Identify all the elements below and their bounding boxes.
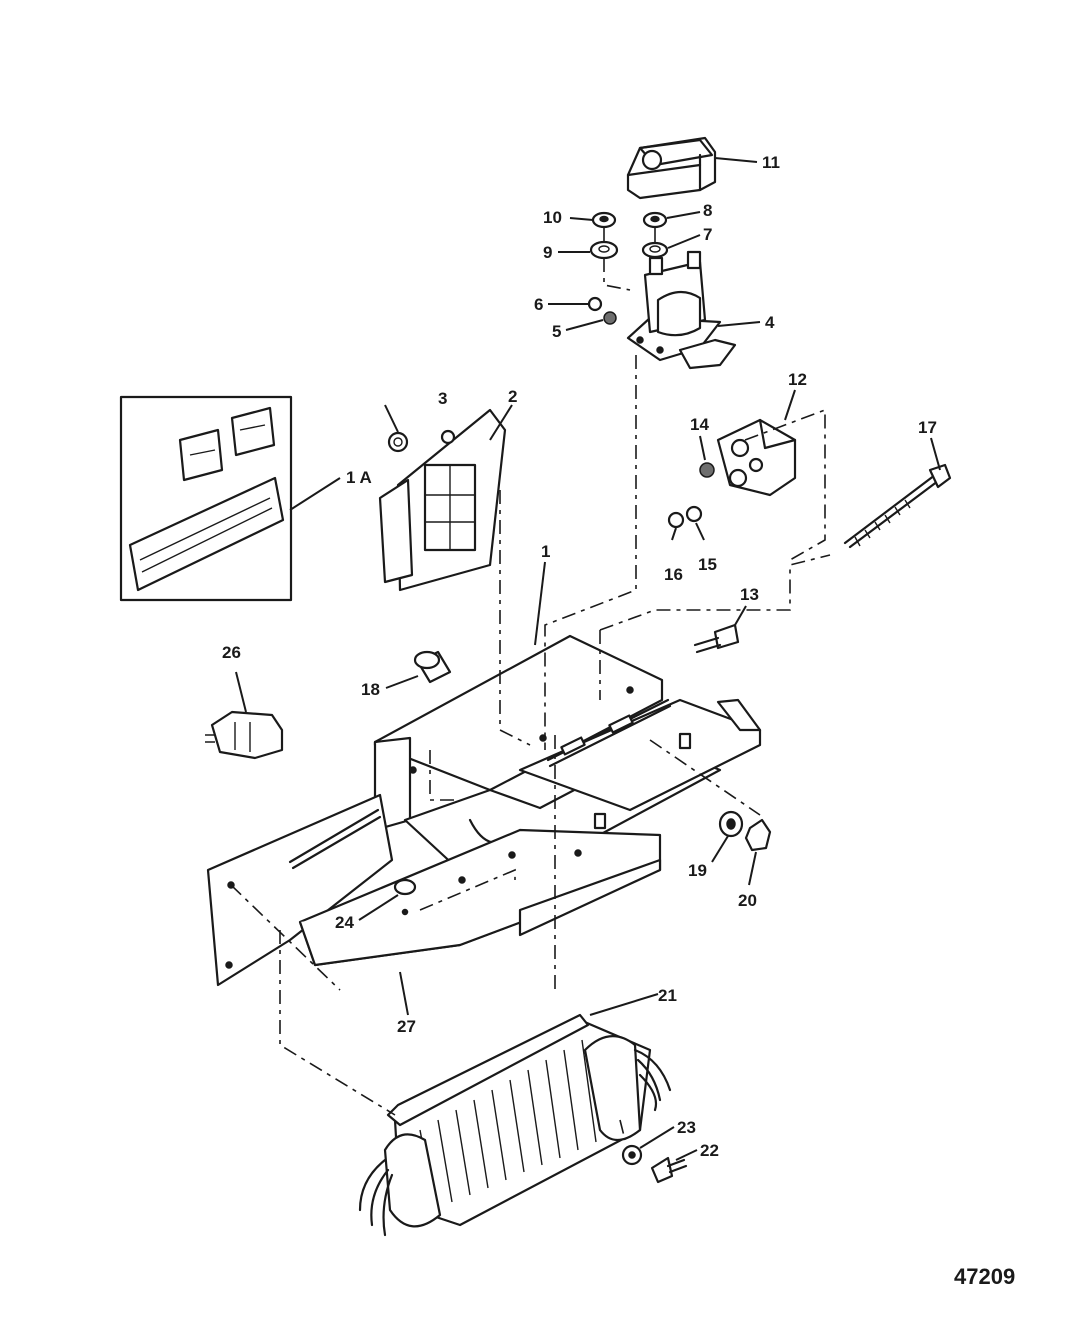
part-22-screw[interactable] <box>650 1156 688 1184</box>
part-14-nut[interactable] <box>699 462 715 478</box>
part-2-connector-housing[interactable] <box>378 408 507 592</box>
part-7-washer[interactable] <box>641 241 669 259</box>
part-19-washer[interactable] <box>718 810 744 838</box>
part-12-circuit-breaker[interactable] <box>716 418 797 497</box>
part-3-nut[interactable] <box>387 431 409 453</box>
part-16-nut[interactable] <box>667 511 685 529</box>
callout-2: 2 <box>508 387 517 406</box>
part-4-solenoid[interactable] <box>626 250 737 370</box>
callout-22: 22 <box>700 1141 719 1160</box>
assembly-dash-lines <box>230 228 831 1141</box>
callout-17: 17 <box>918 418 937 437</box>
part-15-washer[interactable] <box>685 505 703 523</box>
part-20-nut[interactable] <box>744 818 772 852</box>
leader-lines <box>235 157 941 1161</box>
figure-reference-number: 47209 <box>954 1264 1015 1289</box>
callout-7: 7 <box>703 225 712 244</box>
callout-16: 16 <box>664 565 683 584</box>
part-21-rectifier-regulator[interactable] <box>358 1013 672 1237</box>
part-24-grommet[interactable] <box>393 878 417 916</box>
callout-9: 9 <box>543 243 552 262</box>
callout-23: 23 <box>677 1118 696 1137</box>
callout-13: 13 <box>740 585 759 604</box>
callout-14: 14 <box>690 415 709 434</box>
part-13-screw[interactable] <box>693 623 740 654</box>
callout-8: 8 <box>703 201 712 220</box>
part-9-washer[interactable] <box>589 240 619 260</box>
part-6-lockwasher[interactable] <box>587 296 603 312</box>
callout-3: 3 <box>438 389 447 408</box>
callout-18: 18 <box>361 680 380 699</box>
callout-20: 20 <box>738 891 757 910</box>
callout-11: 11 <box>762 153 780 172</box>
part-8-nut[interactable] <box>642 211 668 229</box>
callout-1a: 1 A <box>346 468 372 487</box>
callout-1: 1 <box>541 542 550 561</box>
callout-12: 12 <box>788 370 807 389</box>
part-26-connector-plug[interactable] <box>205 710 284 760</box>
part-5-nut[interactable] <box>603 311 617 325</box>
callout-6: 6 <box>534 295 543 314</box>
callout-24: 24 <box>335 913 354 932</box>
part-23-washer[interactable] <box>621 1144 643 1166</box>
callout-labels: 11 10 9 8 7 6 5 4 12 14 16 15 17 13 3 2 … <box>222 153 937 1160</box>
part-1a-decal-set[interactable] <box>119 395 293 602</box>
part-11-solenoid-cover[interactable] <box>626 136 717 200</box>
part-18-spacer[interactable] <box>413 650 452 684</box>
callout-27: 27 <box>397 1017 416 1036</box>
part-10-nut[interactable] <box>591 211 617 229</box>
callout-19: 19 <box>688 861 707 880</box>
callout-4: 4 <box>765 313 775 332</box>
part-17-bolt[interactable] <box>843 463 952 549</box>
callout-21: 21 <box>658 986 677 1005</box>
callout-26: 26 <box>222 643 241 662</box>
callout-15: 15 <box>698 555 717 574</box>
callout-10: 10 <box>543 208 562 227</box>
callout-5: 5 <box>552 322 561 341</box>
part-27-mounting-plate[interactable] <box>206 793 662 987</box>
